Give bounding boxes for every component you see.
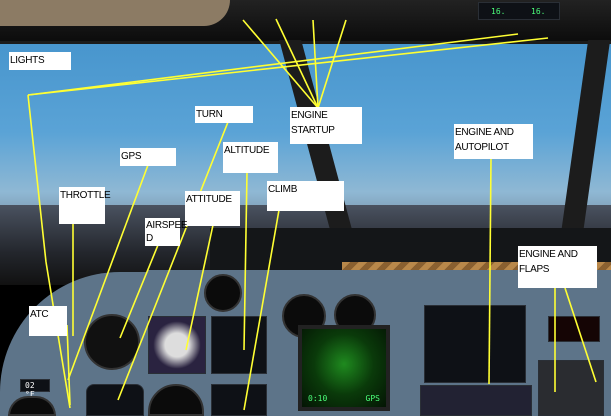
engine-startup-line [242,19,319,109]
attitude-line [185,224,214,351]
lights-line [27,37,549,96]
engine-autopilot-line [488,157,492,385]
engine-gauges [424,305,526,383]
label-climb: CLIMB [267,181,344,211]
airspeed-indicator[interactable] [84,314,140,370]
climb-line [243,209,280,411]
label-engine-flaps: ENGINE AND FLAPS [518,246,597,288]
lights-line [27,94,47,263]
overhead-panel: 16. 16. [0,0,611,44]
label-throttle: THROTTLE [59,187,111,224]
airspeed-line [119,244,159,339]
overhead-readout-left: 16. [491,7,506,16]
engine-startup-line [275,18,319,109]
label-altitude: ALTITUDE [223,142,278,173]
attitude-indicator[interactable] [148,316,206,374]
altimeter[interactable] [211,316,267,374]
temp-display: 02 °F [20,379,50,399]
engine-startup-line [312,19,319,109]
autopilot-panel[interactable] [420,385,532,416]
gps-line [67,164,149,381]
atc-line [66,324,71,406]
overhead-readout-right: 16. [531,7,546,16]
label-engine-autopilot: ENGINE AND AUTOPILOT [454,124,533,159]
turn-line [117,121,229,401]
label-lights: LIGHTS [9,52,71,70]
label-airspeed: AIRSPEE D [145,218,188,246]
weather-radar: 0:10 GPS [298,325,390,411]
altitude-line [243,171,248,351]
overhead-display: 16. 16. [478,2,560,20]
label-atc: ATC [29,306,67,336]
label-turn: TURN [195,106,253,123]
engine-flaps-line [564,287,597,383]
label-engine-startup: ENGINE STARTUP [290,107,362,144]
label-attitude: ATTITUDE [185,191,240,226]
engine-startup-line [317,19,347,109]
lights-line [27,33,519,96]
label-gps: GPS [120,148,176,166]
flight-timer [204,274,242,312]
